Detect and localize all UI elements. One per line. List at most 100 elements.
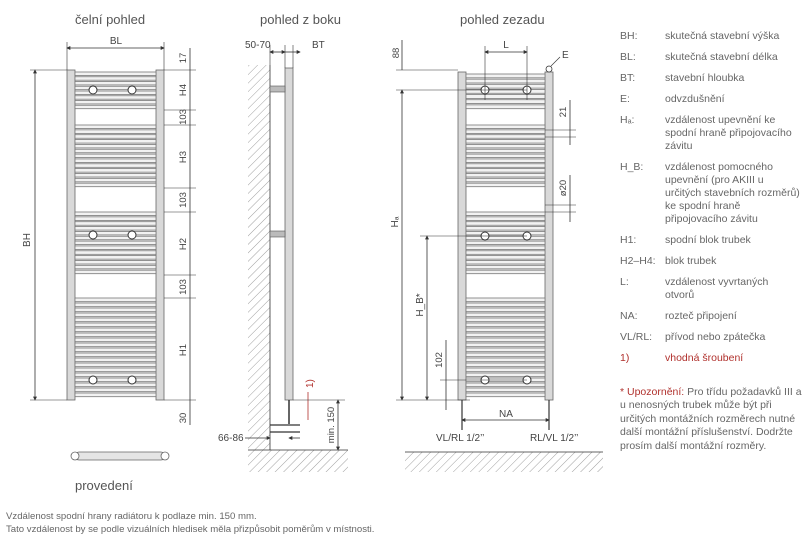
bottom-view-title: provedení bbox=[75, 478, 133, 493]
dim-h4: H4 bbox=[178, 84, 189, 96]
legend-key: Hₐ: bbox=[620, 114, 635, 126]
tube bbox=[74, 216, 157, 221]
legend-row: VL/RL:přívod nebo zpátečka bbox=[620, 331, 800, 344]
tube bbox=[74, 372, 157, 378]
legend-key: L: bbox=[620, 276, 629, 288]
legend-value: vzdálenost pomocného upevnění (pro AKIII… bbox=[665, 161, 800, 225]
tube bbox=[74, 158, 157, 163]
legend-value: blok trubek bbox=[665, 255, 717, 267]
tube bbox=[74, 148, 157, 154]
tube bbox=[74, 129, 157, 134]
legend-key: NA: bbox=[620, 310, 638, 322]
legend-key: H2–H4: bbox=[620, 255, 656, 267]
legend-key: E: bbox=[620, 93, 630, 105]
tube bbox=[465, 99, 546, 104]
tube bbox=[74, 153, 157, 159]
tube bbox=[465, 367, 546, 373]
legend-value: stavební hloubka bbox=[665, 72, 745, 84]
tube bbox=[465, 153, 546, 159]
mount-point bbox=[88, 85, 98, 95]
dim-h3: H3 bbox=[178, 151, 189, 163]
min-floor: min. 150 bbox=[326, 407, 337, 443]
tube bbox=[465, 104, 546, 110]
legend-row: BH:skutečná stavební výška bbox=[620, 30, 800, 43]
tube bbox=[74, 332, 157, 338]
tube bbox=[74, 81, 157, 86]
tube bbox=[465, 177, 546, 183]
air-vent-icon bbox=[545, 65, 553, 73]
tube bbox=[74, 134, 157, 139]
dim-bottom: 30 bbox=[178, 413, 189, 424]
tube bbox=[465, 230, 546, 236]
tube bbox=[74, 85, 157, 91]
legend-value: rozteč připojení bbox=[665, 310, 737, 322]
warning-text: Pro třídu požadavků III a u nenosných tr… bbox=[620, 386, 802, 452]
tube bbox=[465, 182, 546, 188]
legend-key: H1: bbox=[620, 234, 637, 246]
tube bbox=[74, 240, 157, 246]
tube bbox=[74, 177, 157, 183]
dim-h1: H1 bbox=[178, 344, 189, 356]
tube bbox=[74, 337, 157, 343]
tube bbox=[74, 357, 157, 363]
side-view: 50-70 BT 1) min. 150 66-86 bbox=[218, 40, 348, 472]
front-view: BL BH 17 H4 103 H3 103 H2 103 H1 30 bbox=[22, 36, 196, 425]
tube bbox=[74, 307, 157, 313]
tube bbox=[465, 297, 546, 303]
tube bbox=[465, 255, 546, 260]
tube bbox=[74, 352, 157, 358]
tube bbox=[465, 317, 546, 323]
dim-gap1: 103 bbox=[178, 109, 189, 125]
warning-label: * Upozornění: bbox=[620, 386, 685, 398]
dim-d20: ø20 bbox=[558, 180, 569, 196]
legend-row: BL:skutečná stavební délka bbox=[620, 51, 800, 64]
tube bbox=[74, 104, 157, 110]
bl-label: BL bbox=[110, 36, 123, 47]
tube bbox=[74, 382, 157, 388]
footnote-line-1: Vzdálenost spodní hrany radiátoru k podl… bbox=[6, 511, 257, 522]
legend-row: NA: rozteč připojení bbox=[620, 310, 800, 323]
mount-point bbox=[88, 375, 98, 385]
tube bbox=[465, 235, 546, 241]
rear-right-post bbox=[544, 71, 554, 401]
legend-value: skutečná stavební délka bbox=[665, 51, 778, 63]
rl-label: RL/VL 1/2’’ bbox=[530, 433, 578, 444]
tube bbox=[74, 90, 157, 95]
bh-label: BH bbox=[22, 233, 33, 247]
legend-row: H2–H4: blok trubek bbox=[620, 255, 800, 268]
tube bbox=[465, 332, 546, 338]
tube bbox=[465, 148, 546, 154]
tube bbox=[74, 173, 157, 178]
warning-note: * Upozornění: Pro třídu požadavků III a … bbox=[620, 386, 802, 453]
tube bbox=[74, 342, 157, 348]
na-label: NA bbox=[499, 409, 513, 420]
tube bbox=[74, 392, 157, 398]
front-view-title: čelní pohled bbox=[75, 12, 146, 27]
radiator-side bbox=[284, 67, 294, 401]
vent-label: E bbox=[562, 50, 569, 61]
tube bbox=[74, 226, 157, 231]
tube bbox=[74, 95, 157, 100]
tube bbox=[465, 312, 546, 318]
tube bbox=[465, 337, 546, 343]
tube bbox=[465, 357, 546, 363]
legend-value: vzdálenost vyvrtaných otvorů bbox=[665, 276, 769, 301]
side-view-title: pohled z boku bbox=[260, 12, 341, 27]
mount-point bbox=[88, 230, 98, 240]
rear-floor bbox=[405, 452, 603, 472]
tube bbox=[465, 250, 546, 255]
tube bbox=[74, 168, 157, 173]
tube bbox=[465, 302, 546, 308]
legend-row: BT:stavební hloubka bbox=[620, 72, 800, 85]
tube bbox=[74, 230, 157, 236]
tube bbox=[74, 264, 157, 270]
dim-88: 88 bbox=[391, 48, 402, 59]
tube bbox=[74, 317, 157, 323]
legend-row: H_B:vzdálenost pomocného upevnění (pro A… bbox=[620, 161, 800, 226]
tube bbox=[74, 250, 157, 255]
dim-top: 17 bbox=[178, 53, 189, 64]
tube bbox=[465, 322, 546, 328]
tube bbox=[465, 168, 546, 173]
tube bbox=[465, 221, 546, 226]
